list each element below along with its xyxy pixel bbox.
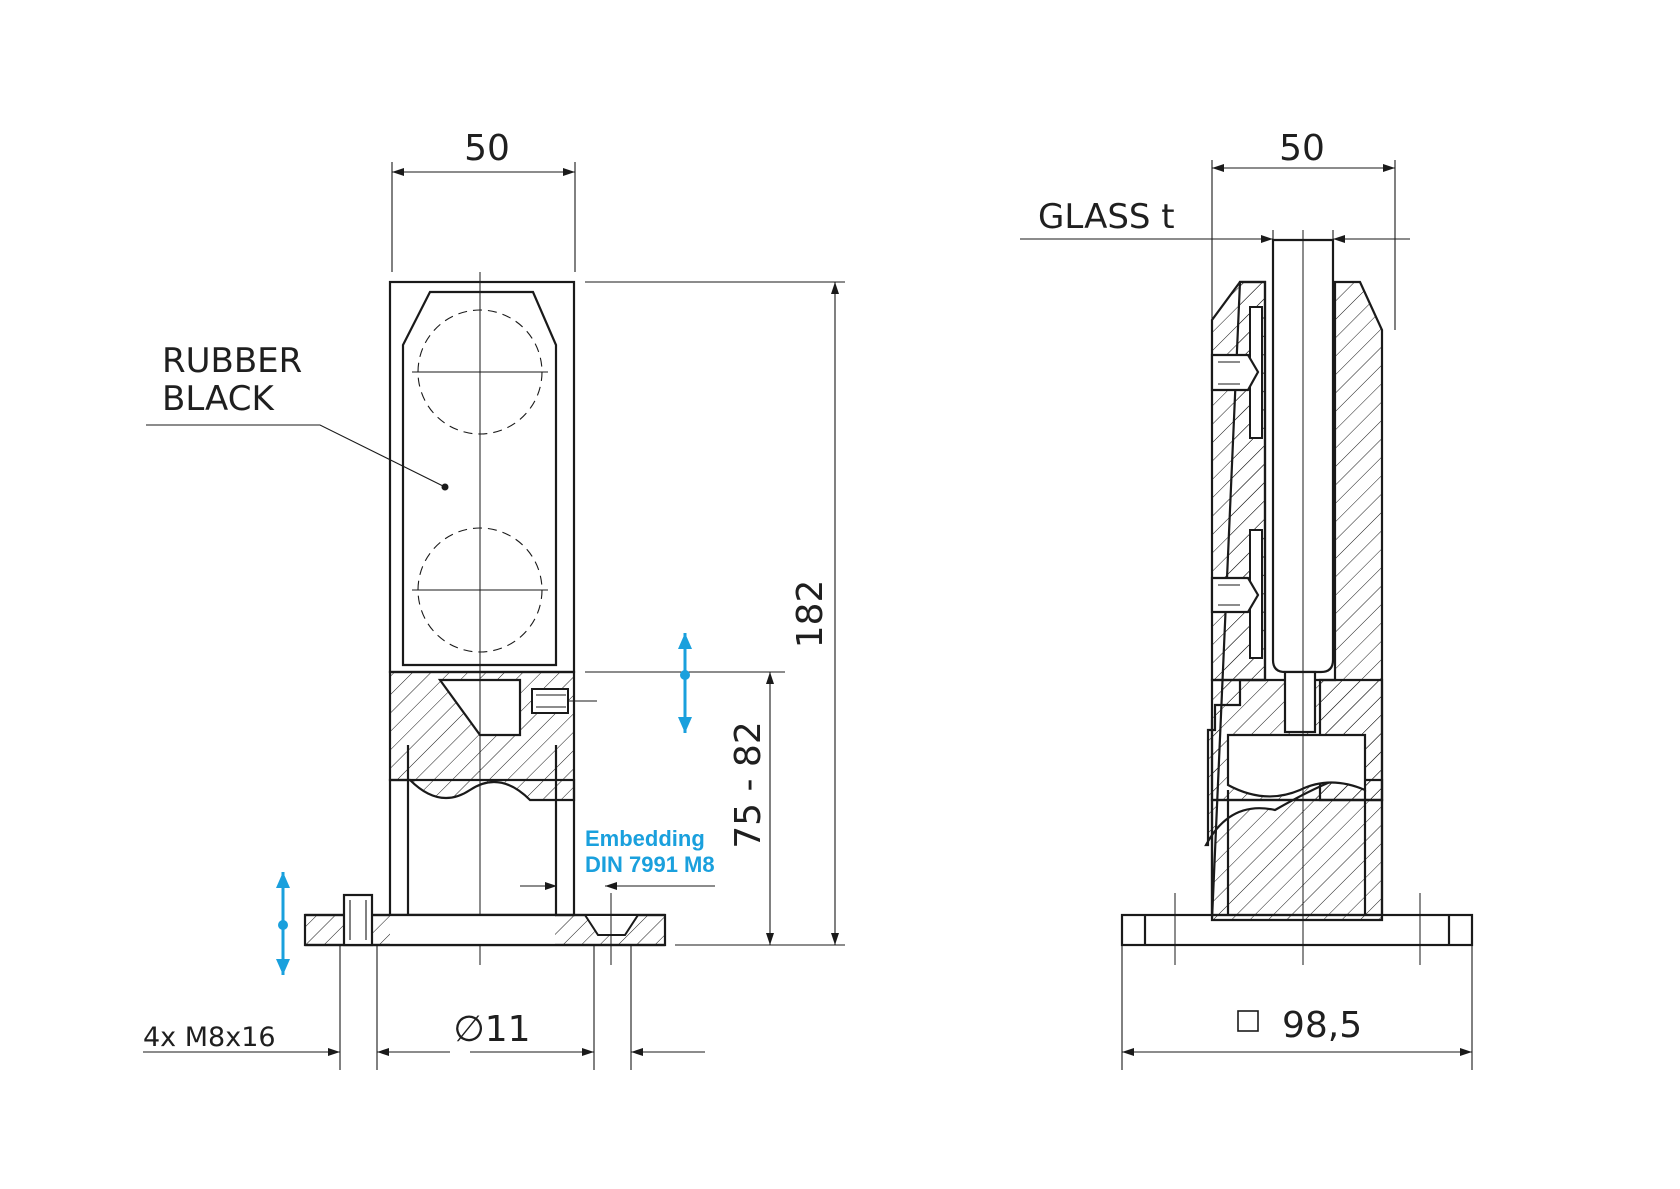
dimension-hole-diameter: ∅11 <box>453 1009 530 1050</box>
clamp-body-outline <box>388 280 576 674</box>
dimension-width-left: 50 <box>464 128 510 169</box>
dimension-height: 182 <box>790 580 831 649</box>
dimension-embed-range: 75 - 82 <box>728 721 769 849</box>
dimension-base-square: 98,5 <box>1282 1005 1362 1046</box>
vertical-double-arrow-icon <box>276 872 290 975</box>
vertical-double-arrow-icon <box>678 633 692 733</box>
side-view: 50 GLASS t 98,5 <box>1020 128 1474 1070</box>
label-rubber: RUBBER <box>162 341 302 381</box>
label-glass: GLASS t <box>1038 197 1175 237</box>
label-embedding: Embedding <box>585 826 705 851</box>
dimension-width-right: 50 <box>1279 128 1325 169</box>
rubber-insert <box>401 290 558 667</box>
square-symbol-icon <box>1237 1010 1259 1032</box>
label-black: BLACK <box>162 379 275 419</box>
front-view: 50 RUBBER BLACK 182 75 - 82 Embedding DI… <box>143 128 845 1070</box>
label-din: DIN 7991 M8 <box>585 852 715 877</box>
label-screws: 4x M8x16 <box>143 1022 276 1053</box>
rubber-leader <box>146 424 446 488</box>
base-plate-right <box>1120 913 1474 947</box>
